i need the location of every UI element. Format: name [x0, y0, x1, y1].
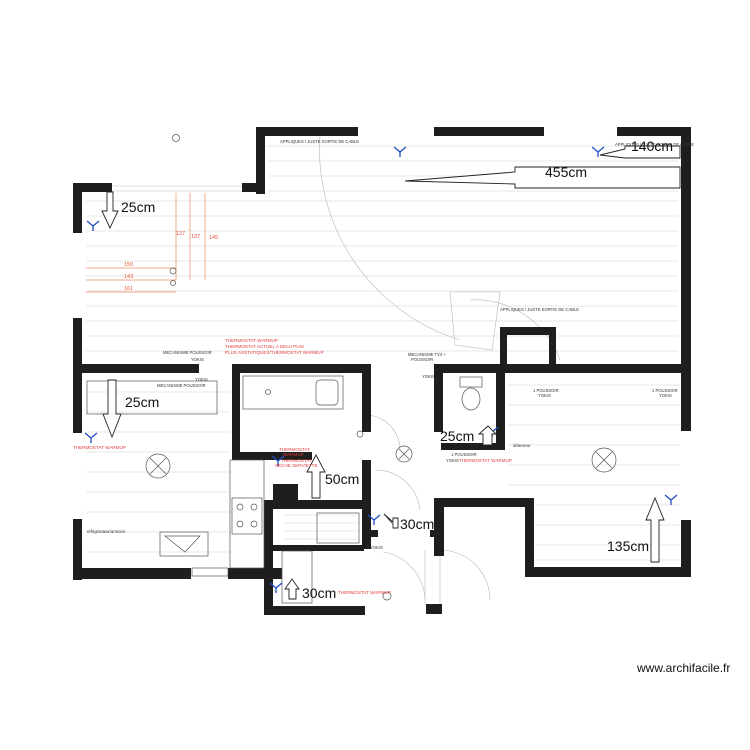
orange-measurements [86, 134, 206, 293]
measure-143: 143 [124, 274, 133, 280]
note-thermostat-bath-2: WARMUP [283, 452, 304, 457]
arrow-icon [306, 454, 326, 499]
note-thermostat-kitchen: THERMOSTAT WARMUP [73, 445, 126, 450]
label-yokis-bed-2: YOKIS [659, 393, 672, 398]
outlet-icon [86, 220, 100, 231]
note-thermostat-top-1: THERMOSTAT WARMUP [225, 338, 278, 343]
fixtures [86, 375, 617, 604]
label-poussoir-bed-2: 1 POUSSOIR [652, 388, 678, 393]
arrow-icon [477, 425, 498, 446]
dim-25-left: 25cm [125, 394, 159, 410]
note-thermostat-bath-3: THERMOSTAT [281, 458, 312, 463]
dim-30-bottom: 30cm [302, 585, 336, 601]
dim-25-mid: 25cm [440, 428, 474, 444]
outlet-icon [269, 582, 283, 593]
arrow-icon [102, 379, 122, 439]
dim-135: 135cm [607, 538, 649, 554]
measure-137: 137 [191, 234, 200, 240]
arrow-icon [284, 578, 300, 600]
dim-50: 50cm [325, 471, 359, 487]
outlet-icon [664, 494, 678, 505]
dim-30-mid: 30cm [400, 516, 434, 532]
measure-127: 127 [176, 231, 185, 237]
note-thermostat-bed: THERMOSTAT WARMUP [459, 458, 512, 463]
note-thermostat-top-2: THERMOSTAT ACTUEL A DEUJ PUIS [225, 344, 304, 349]
outlets [84, 146, 678, 593]
label-yokis-bed-3: YOKIS [446, 458, 459, 463]
arrow-icon [404, 166, 681, 189]
annotation-labels: APPLIQUES / JUSTE SORTIE DE CABLE APPLIQ… [87, 139, 694, 550]
label-yokis-center: YOKIS [422, 374, 435, 379]
note-thermostat-bath-4: SECHE SERVIETTE [275, 463, 318, 468]
dimension-labels: 455cm 140cm 25cm 25cm 25cm 50cm 30cm 30c… [121, 138, 673, 601]
label-detecteur: détecteur [513, 443, 531, 448]
kitchen-counter [86, 380, 265, 577]
label-poussoir-bed-1: 1 POUSSOIR [533, 388, 559, 393]
arrow-icon [599, 145, 681, 159]
toilet-icon [459, 376, 483, 411]
outlet-icon [591, 146, 605, 157]
label-meca-center-2: POUSSOIR [411, 357, 433, 362]
outlet-icon [271, 455, 285, 466]
thermostat-notes: THERMOSTAT WARMUP THERMOSTAT ACTUEL A DE… [73, 338, 512, 595]
arrow-icon [101, 191, 119, 230]
door-swings [86, 134, 561, 605]
cooktop-icon [231, 497, 263, 535]
dim-455: 455cm [545, 164, 587, 180]
dim-140: 140cm [631, 138, 673, 154]
label-yokis-hall: YOKIS [370, 545, 383, 550]
outlet-icon [367, 514, 381, 525]
dim-25-top: 25cm [121, 199, 155, 215]
label-meca-center-1: MECANISME TV3 + [408, 352, 446, 357]
label-poussoir-bed-3: 1 POUSSOIR [451, 452, 477, 457]
label-meca-kitchen: MECANISME POUSSOIR [157, 383, 206, 388]
sink-icon [159, 531, 209, 557]
note-thermostat-bottom: THERMOSTAT WARMUP [338, 590, 391, 595]
measure-145: 145 [209, 235, 218, 241]
walls [73, 127, 691, 615]
watermark: www.archifacile.fr [637, 661, 731, 675]
label-fridge: réfrigérateur/armoire [87, 529, 126, 534]
measure-150: 150 [124, 262, 133, 268]
light-fixture-icon [145, 430, 617, 601]
bathtub-icon [242, 375, 344, 410]
measure-161: 161 [124, 286, 133, 292]
dimension-arrows [101, 145, 681, 600]
outlet-icon [393, 146, 407, 157]
label-yokis-bed-1: YOKIS [538, 393, 551, 398]
label-appliques-top-right: APPLIQUES / JUSTE SORTIE DE CABLE [615, 142, 694, 147]
label-yokis-kitchen: YOKIS [195, 377, 208, 382]
outlet-icon [84, 432, 98, 443]
note-thermostat-bath-1: THERMOSTAT [279, 447, 310, 452]
arrow-icon [383, 513, 399, 529]
arrow-icon [645, 496, 665, 563]
label-appliques-mid: APPLIQUES / JUSTE SORTIE DE CABLE [500, 307, 579, 312]
label-meca-left: MECANISME POUSSOIR [163, 350, 212, 355]
label-appliques-top: APPLIQUES / JUSTE SORTIE DE CABLE [280, 139, 359, 144]
orange-measure-labels: 127 137 145 150 143 161 [124, 231, 218, 292]
note-thermostat-top-3: PLUS ASSTATIQUES/THERMOSTAT WARMUP [225, 350, 324, 355]
label-yokis-left: YOKIS [191, 357, 204, 362]
